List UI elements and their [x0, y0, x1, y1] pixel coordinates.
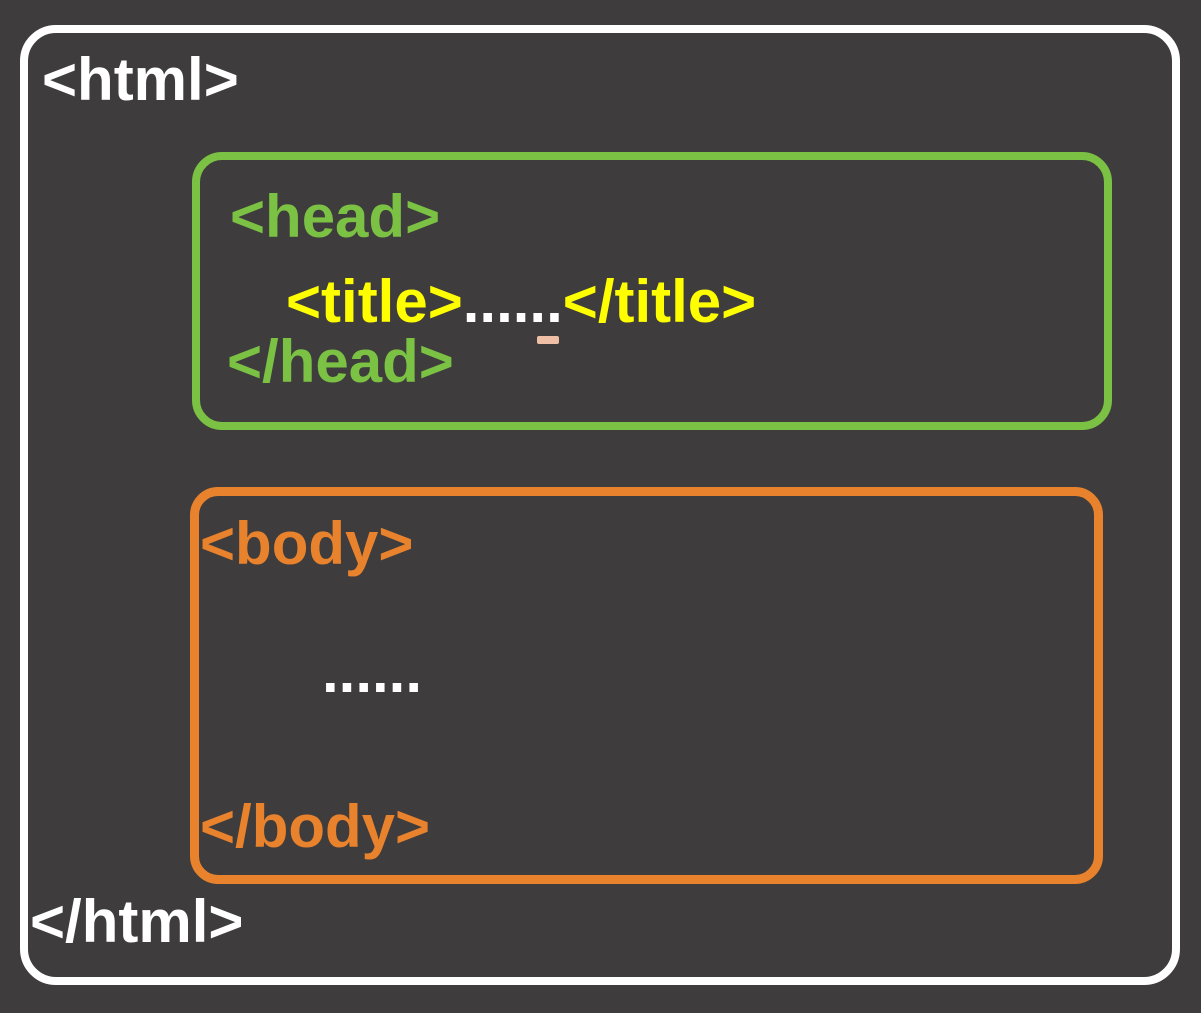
body-open-tag-label: <body>: [200, 510, 414, 577]
html-element-box: <html> <head> <title>......</title> </he…: [20, 25, 1180, 985]
head-close-tag-label: </head>: [227, 328, 454, 395]
head-open-tag-label: <head>: [230, 183, 441, 250]
highlight-dash: [537, 336, 559, 344]
title-line: <title>......</title>: [286, 272, 756, 332]
body-element-box: <body> ...... </body>: [190, 487, 1103, 884]
title-close-tag-label: </title>: [562, 268, 757, 335]
body-close-tag-label: </body>: [200, 793, 431, 860]
body-placeholder-dots: ......: [322, 638, 423, 705]
title-placeholder-dots: ......: [462, 268, 563, 335]
html-close-tag-label: </html>: [30, 888, 244, 955]
head-element-box: <head> <title>......</title> </head>: [192, 152, 1112, 430]
html-open-tag-label: <html>: [42, 46, 239, 113]
title-open-tag-label: <title>: [286, 268, 463, 335]
